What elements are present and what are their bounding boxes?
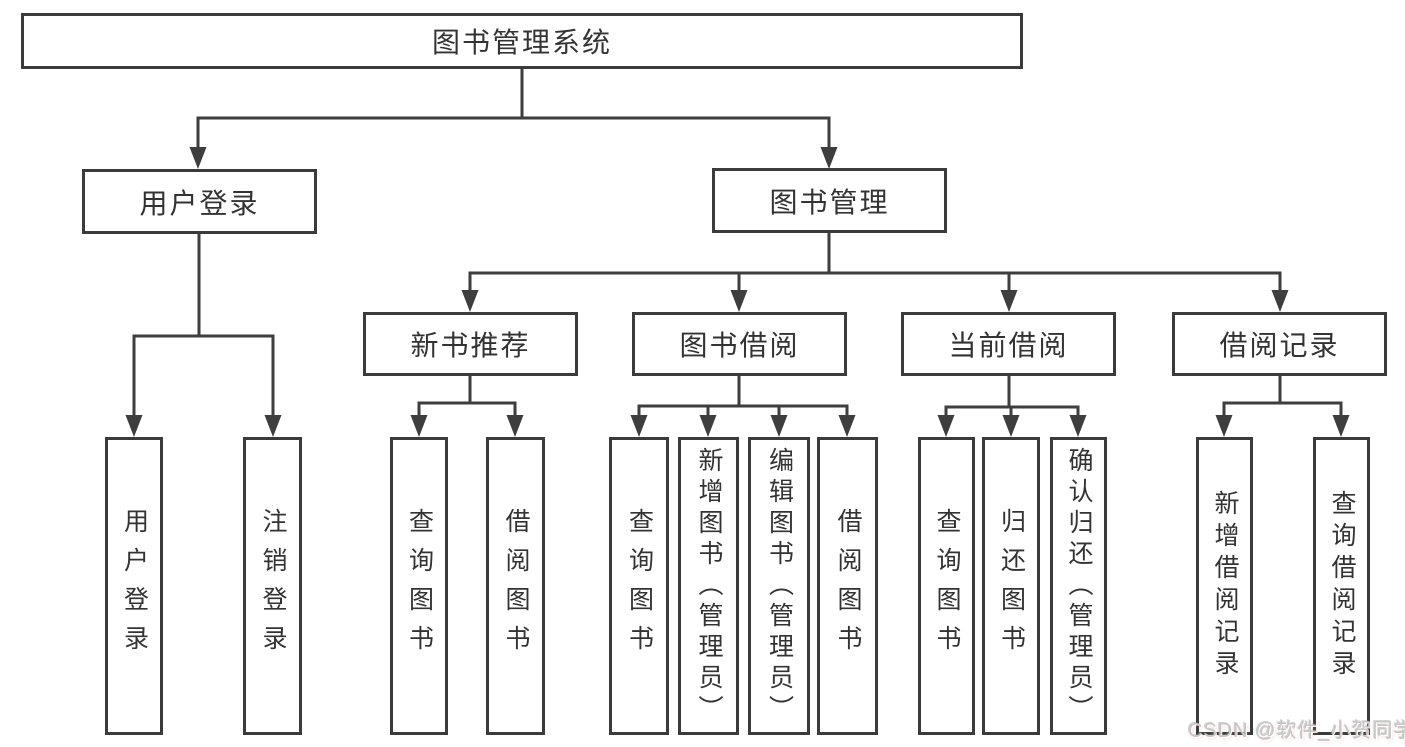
connector-current-borrowing-to-leaves — [937, 376, 1087, 437]
connector-root-to-level2 — [189, 68, 838, 169]
connector-book-borrowing-to-leaves — [630, 376, 856, 437]
connector-new-book-recommendation-to-leaves — [410, 376, 524, 437]
leaf-recommend-borrow-books: 借阅图书 — [486, 437, 545, 735]
leaf-add-borrowing-record: 新增借阅记录 — [1196, 437, 1253, 735]
node-borrowing-records: 借阅记录 — [1172, 312, 1387, 376]
leaf-borrowing-borrow-books-label: 借阅图书 — [834, 508, 862, 664]
leaf-logout-label: 注销登录 — [259, 508, 287, 664]
leaf-current-query-books: 查询图书 — [918, 437, 975, 735]
node-book-borrowing: 图书借阅 — [632, 312, 847, 376]
leaf-return-books: 归还图书 — [982, 437, 1040, 735]
leaf-current-query-books-label: 查询图书 — [933, 508, 961, 664]
leaf-return-books-label: 归还图书 — [997, 508, 1026, 664]
node-current-borrowing-label: 当前借阅 — [948, 330, 1069, 361]
csdn-watermark: CSDN @软件_小贺同学 — [1188, 720, 1405, 742]
leaf-logout: 注销登录 — [243, 437, 302, 735]
node-root-label: 图书管理系统 — [431, 27, 612, 58]
connector-borrowing-records-to-leaves — [1215, 376, 1350, 437]
node-borrowing-records-label: 借阅记录 — [1219, 330, 1340, 361]
leaf-edit-book-admin-label: 编辑图书（管理员） — [765, 446, 794, 726]
leaf-confirm-return-admin-label: 确认归还（管理员） — [1065, 446, 1093, 726]
leaf-recommend-query-books: 查询图书 — [390, 437, 448, 735]
node-new-book-recommendation: 新书推荐 — [363, 312, 578, 376]
connector-user-login-to-leaves — [125, 234, 282, 437]
leaf-user-login: 用户登录 — [105, 437, 163, 735]
node-current-borrowing: 当前借阅 — [901, 312, 1116, 376]
leaf-query-borrowing-record-label: 查询借阅记录 — [1328, 490, 1356, 682]
node-book-management: 图书管理 — [712, 168, 947, 233]
node-new-book-recommendation-label: 新书推荐 — [410, 330, 531, 361]
leaf-borrowing-borrow-books: 借阅图书 — [817, 437, 878, 735]
leaf-query-borrowing-record: 查询借阅记录 — [1313, 437, 1370, 735]
node-book-management-label: 图书管理 — [769, 186, 890, 218]
leaf-edit-book-admin: 编辑图书（管理员） — [748, 437, 810, 735]
node-user-login-label: 用户登录 — [139, 187, 260, 219]
node-user-login: 用户登录 — [82, 169, 317, 234]
connector-book-management-to-level3 — [461, 233, 1289, 312]
node-root: 图书管理系统 — [21, 13, 1023, 69]
leaf-recommend-borrow-books-label: 借阅图书 — [502, 508, 530, 664]
leaf-borrowing-query-books-label: 查询图书 — [625, 508, 654, 664]
leaf-user-login-label: 用户登录 — [120, 508, 149, 664]
leaf-confirm-return-admin: 确认归还（管理员） — [1050, 437, 1107, 735]
node-book-borrowing-label: 图书借阅 — [679, 330, 800, 361]
leaf-add-book-admin-label: 新增图书（管理员） — [695, 446, 723, 726]
leaf-add-borrowing-record-label: 新增借阅记录 — [1211, 490, 1239, 682]
leaf-add-book-admin: 新增图书（管理员） — [678, 437, 739, 735]
leaf-borrowing-query-books: 查询图书 — [609, 437, 669, 735]
leaf-recommend-query-books-label: 查询图书 — [405, 508, 434, 664]
